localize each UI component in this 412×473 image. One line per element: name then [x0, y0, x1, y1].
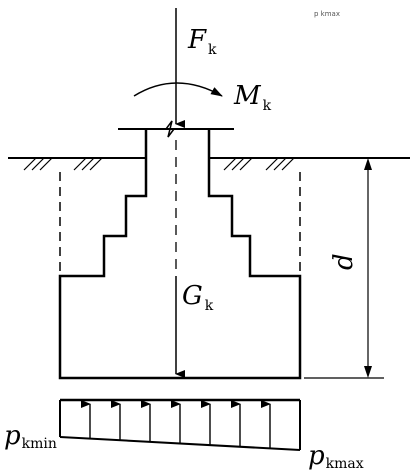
soil-hatch-left — [23, 157, 103, 171]
foundation-outline — [58, 129, 302, 380]
soil-hatch-right — [223, 157, 295, 171]
label-pkmax: pkmax — [308, 441, 364, 472]
pressure-arrows — [81, 400, 271, 449]
dim-arrow-bottom — [364, 366, 372, 378]
dim-arrow-top — [364, 158, 372, 170]
break-mark — [165, 120, 175, 138]
moment-arc-mk — [133, 82, 223, 97]
corner-mark: p kmax — [314, 10, 340, 18]
label-pkmin: pkmin — [4, 421, 57, 452]
label-d: d — [329, 253, 359, 270]
